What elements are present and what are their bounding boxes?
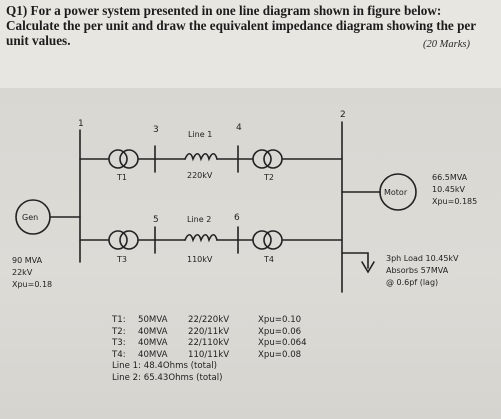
- load-spec-2: Absorbs 57MVA: [386, 266, 449, 275]
- t3-x: Xpu=0.064: [258, 338, 307, 348]
- question-line-1: Q1) For a power system presented in one …: [6, 3, 442, 18]
- t1-kv: 22/220kV: [188, 315, 230, 325]
- t2-winding-a: [252, 149, 272, 169]
- line-1-coil: [184, 152, 218, 162]
- bus-number-1: 1: [78, 119, 84, 129]
- t1-label: T1: [116, 173, 127, 182]
- t3-winding-a: [108, 230, 128, 250]
- t4-kv: 110/11kV: [188, 349, 230, 360]
- bus-number-4: 4: [236, 123, 242, 133]
- line-2-coil: [184, 233, 218, 243]
- transformer-row-t1: T1: 50MVA 22/220kV Xpu=0.10: [112, 315, 307, 327]
- t2-kv: 220/11kV: [188, 326, 230, 337]
- t4-winding-a: [252, 230, 272, 250]
- question-line-2: Calculate the per unit and draw the equi…: [6, 18, 477, 33]
- t1-mva: 50MVA: [138, 315, 168, 325]
- line-1-voltage: 220kV: [187, 171, 213, 180]
- t4-x: Xpu=0.08: [258, 349, 302, 360]
- bus-number-5: 5: [153, 215, 159, 225]
- t3-winding-b: [119, 230, 139, 250]
- load-arrow: [361, 261, 375, 274]
- marks-label: (20 Marks): [423, 39, 470, 50]
- t1-x: Xpu=0.10: [258, 315, 302, 325]
- question-text: Q1) For a power system presented in one …: [6, 3, 498, 48]
- transformer-row-t3: T3: 40MVA 22/110kV Xpu=0.064: [112, 338, 307, 350]
- t4-mva: 40MVA: [138, 349, 168, 360]
- transformer-row-t4: T4: 40MVA 110/11kV Xpu=0.08: [112, 350, 307, 362]
- line-2-impedance: Line 2: 65.43Ohms (total): [112, 372, 223, 383]
- t3-label: T3: [116, 255, 127, 264]
- load-spec-1: 3ph Load 10.45kV: [386, 254, 459, 263]
- t2-label: T2: [263, 173, 274, 182]
- t2-mva: 40MVA: [138, 326, 168, 337]
- motor-spec-kv: 10.45kV: [432, 185, 466, 194]
- generator-spec-x: Xpu=0.18: [12, 280, 52, 289]
- line-1-label: Line 1: [188, 130, 212, 139]
- t3-kv: 22/110kV: [188, 338, 230, 348]
- motor-spec-mva: 66.5MVA: [432, 173, 468, 182]
- load-spec-3: @ 0.6pf (lag): [386, 278, 438, 287]
- bus-number-3: 3: [153, 125, 159, 135]
- t4-label: T4: [263, 255, 274, 264]
- generator-spec-mva: 90 MVA: [12, 256, 43, 265]
- transformer-row-t2: T2: 40MVA 220/11kV Xpu=0.06: [112, 327, 307, 339]
- line-2-label: Line 2: [187, 215, 211, 224]
- t1-name: T1:: [112, 315, 126, 325]
- t2-x: Xpu=0.06: [258, 326, 302, 337]
- bus-number-2: 2: [340, 110, 346, 120]
- t4-name: T4:: [112, 349, 126, 360]
- t4-winding-b: [263, 230, 283, 250]
- diagram-photo: [0, 88, 501, 419]
- t1-winding-a: [108, 149, 128, 169]
- motor-spec-x: Xpu=0.185: [432, 197, 477, 206]
- t3-name: T3:: [112, 338, 126, 348]
- line-1-impedance: Line 1: 48.4Ohms (total): [112, 361, 218, 371]
- bus-number-6: 6: [234, 213, 240, 223]
- question-line-3: unit values.: [6, 33, 71, 48]
- t2-name: T2:: [112, 326, 126, 337]
- t1-winding-b: [119, 149, 139, 169]
- motor-symbol: [379, 173, 417, 211]
- t2-winding-b: [263, 149, 283, 169]
- line-2-voltage: 110kV: [187, 255, 213, 264]
- transformer-table: T1: 50MVA 22/220kV Xpu=0.10 T2: 40MVA 220/11k…: [112, 315, 307, 384]
- generator-label: Gen: [22, 213, 38, 222]
- generator-spec-kv: 22kV: [12, 268, 33, 277]
- motor-label: Motor: [384, 188, 408, 197]
- t3-mva: 40MVA: [138, 338, 168, 348]
